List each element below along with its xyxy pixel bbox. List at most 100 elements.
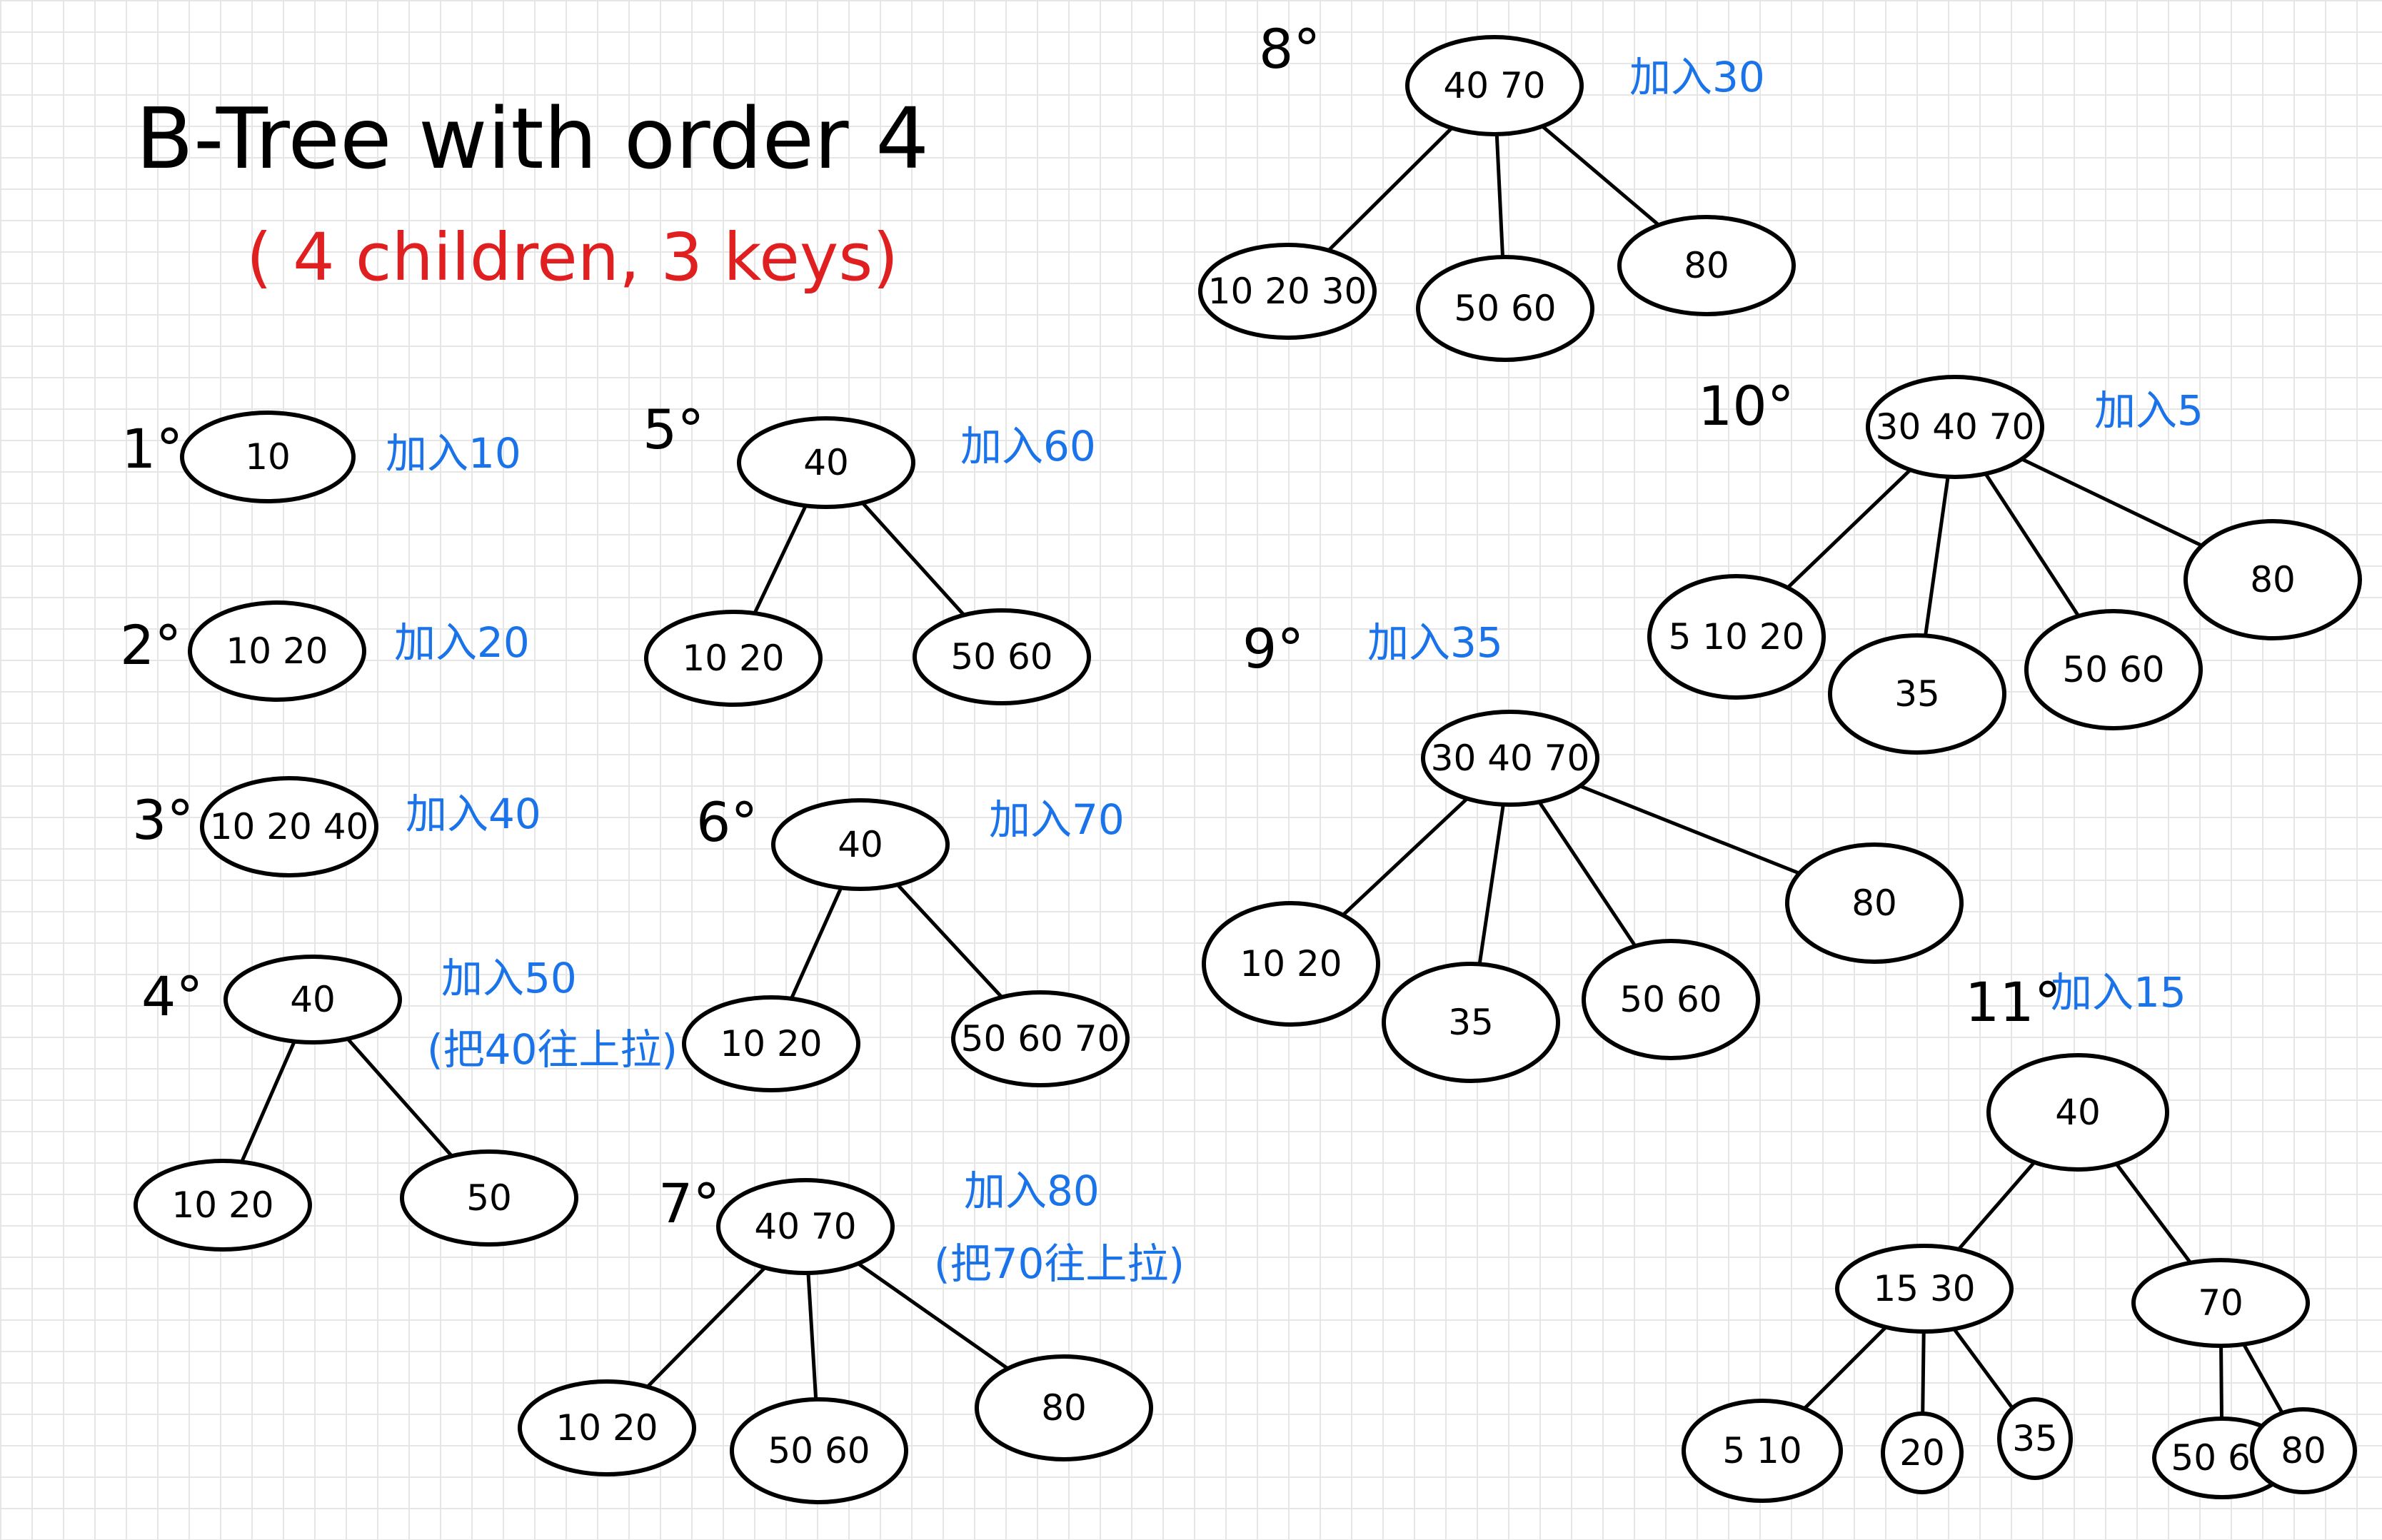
node-keys: 40 (290, 979, 336, 1020)
node-ellipse (134, 1159, 312, 1252)
node-ellipse (223, 955, 402, 1045)
tree-node: 10 20 (134, 1159, 312, 1252)
tree-edge (1803, 1326, 1887, 1410)
insert-note: 加入80 (964, 1167, 1100, 1215)
node-keys: 50 (466, 1177, 512, 1219)
tree-edge (1924, 476, 1950, 636)
tree-edge (1957, 1161, 2036, 1251)
node-keys: 80 (1041, 1387, 1087, 1429)
node-keys: 10 (245, 436, 291, 478)
root-node: 10 20 40 (200, 776, 378, 877)
insert-note: 加入70 (989, 795, 1125, 844)
root-node: 40 (223, 955, 402, 1045)
node-ellipse (1198, 243, 1377, 340)
step-label: 10° (1698, 374, 1794, 438)
node-keys: 70 (2198, 1282, 2243, 1324)
node-keys: 35 (2012, 1418, 2058, 1459)
tree-node: 5 10 20 (1647, 574, 1826, 700)
node-ellipse (188, 600, 366, 702)
tree-node: 10 20 (518, 1379, 696, 1476)
tree-node: 15 30 (1835, 1244, 2014, 1334)
tree-node: 50 60 (2024, 609, 2203, 730)
root-node: 40 70 (716, 1178, 895, 1275)
tree-edge (790, 887, 843, 1000)
node-keys: 35 (1448, 1002, 1494, 1043)
node-keys: 10 20 40 (210, 806, 369, 847)
node-ellipse (682, 995, 860, 1092)
step-label: 2° (120, 613, 181, 677)
tree-edge (1541, 124, 1660, 227)
tree-edge (1786, 468, 1912, 589)
node-keys: 40 70 (1443, 65, 1545, 106)
node-keys: 10 20 (556, 1407, 658, 1449)
tree-edge (806, 1272, 818, 1400)
tree-node: 50 60 (913, 608, 1091, 705)
tree-edge (861, 501, 965, 617)
tree-node: 80 (1617, 215, 1796, 316)
node-ellipse (1986, 1053, 2169, 1172)
tree-edge (2242, 1343, 2284, 1414)
node-keys: 40 (803, 442, 849, 483)
tree-edge (753, 505, 808, 615)
node-ellipse (1828, 633, 2006, 755)
node-ellipse (2024, 609, 2203, 730)
node-ellipse (518, 1379, 696, 1476)
node-ellipse (644, 610, 823, 707)
node-keys: 80 (2250, 559, 2296, 600)
step-label: 6° (696, 790, 758, 854)
node-keys: 50 60 (1454, 288, 1556, 329)
node-keys: 35 (1894, 673, 1940, 715)
node-keys: 80 (2281, 1430, 2326, 1471)
tree-node: 50 60 (730, 1397, 908, 1504)
node-ellipse (730, 1397, 908, 1504)
node-ellipse (200, 776, 378, 877)
node-ellipse (1682, 1399, 1843, 1503)
node-ellipse (1866, 375, 2044, 479)
tree-node: 50 60 70 (951, 990, 1130, 1087)
node-keys: 50 60 (2062, 649, 2164, 690)
node-keys: 40 (2055, 1092, 2101, 1133)
node-keys: 10 20 (1240, 943, 1342, 985)
tree-node: 35 (1382, 962, 1560, 1083)
node-ellipse (1416, 255, 1594, 362)
node-keys: 80 (1684, 245, 1729, 286)
tree-node: 10 20 30 (1198, 243, 1377, 340)
node-keys: 50 60 (950, 636, 1052, 678)
tree-node: 50 60 (1416, 255, 1594, 362)
tree-node: 80 (2250, 1407, 2357, 1494)
root-node: 10 20 (188, 600, 366, 702)
promote-note: (把70往上拉) (934, 1239, 1185, 1288)
node-ellipse (1881, 1411, 1964, 1494)
tree-node: 80 (1785, 842, 1964, 964)
node-keys: 5 10 (1722, 1430, 1801, 1471)
tree-edge (1477, 804, 1505, 965)
insert-note: 加入30 (1629, 53, 1765, 101)
diagram-subtitle: ( 4 children, 3 keys) (246, 219, 898, 296)
tree-edge (857, 1262, 1009, 1370)
node-ellipse (2184, 519, 2362, 640)
tree-edge (1342, 797, 1469, 917)
node-ellipse (1647, 574, 1826, 700)
insert-note: 加入40 (406, 790, 541, 838)
node-ellipse (1405, 35, 1584, 136)
tree-edge (896, 883, 1003, 999)
node-ellipse (1382, 962, 1560, 1083)
root-node: 40 (1986, 1053, 2169, 1172)
node-keys: 40 70 (754, 1206, 856, 1247)
tree-edge (1537, 800, 1637, 947)
node-ellipse (951, 990, 1130, 1087)
tree-edge (346, 1037, 453, 1157)
tree-node: 35 (1997, 1397, 2073, 1480)
tree-edge (2219, 1345, 2223, 1419)
diagram-title: B-Tree with order 4 (136, 89, 929, 188)
root-node: 40 (771, 798, 950, 891)
node-keys: 10 20 (682, 638, 784, 679)
node-ellipse (2131, 1258, 2310, 1348)
tree-node: 70 (2131, 1258, 2310, 1348)
